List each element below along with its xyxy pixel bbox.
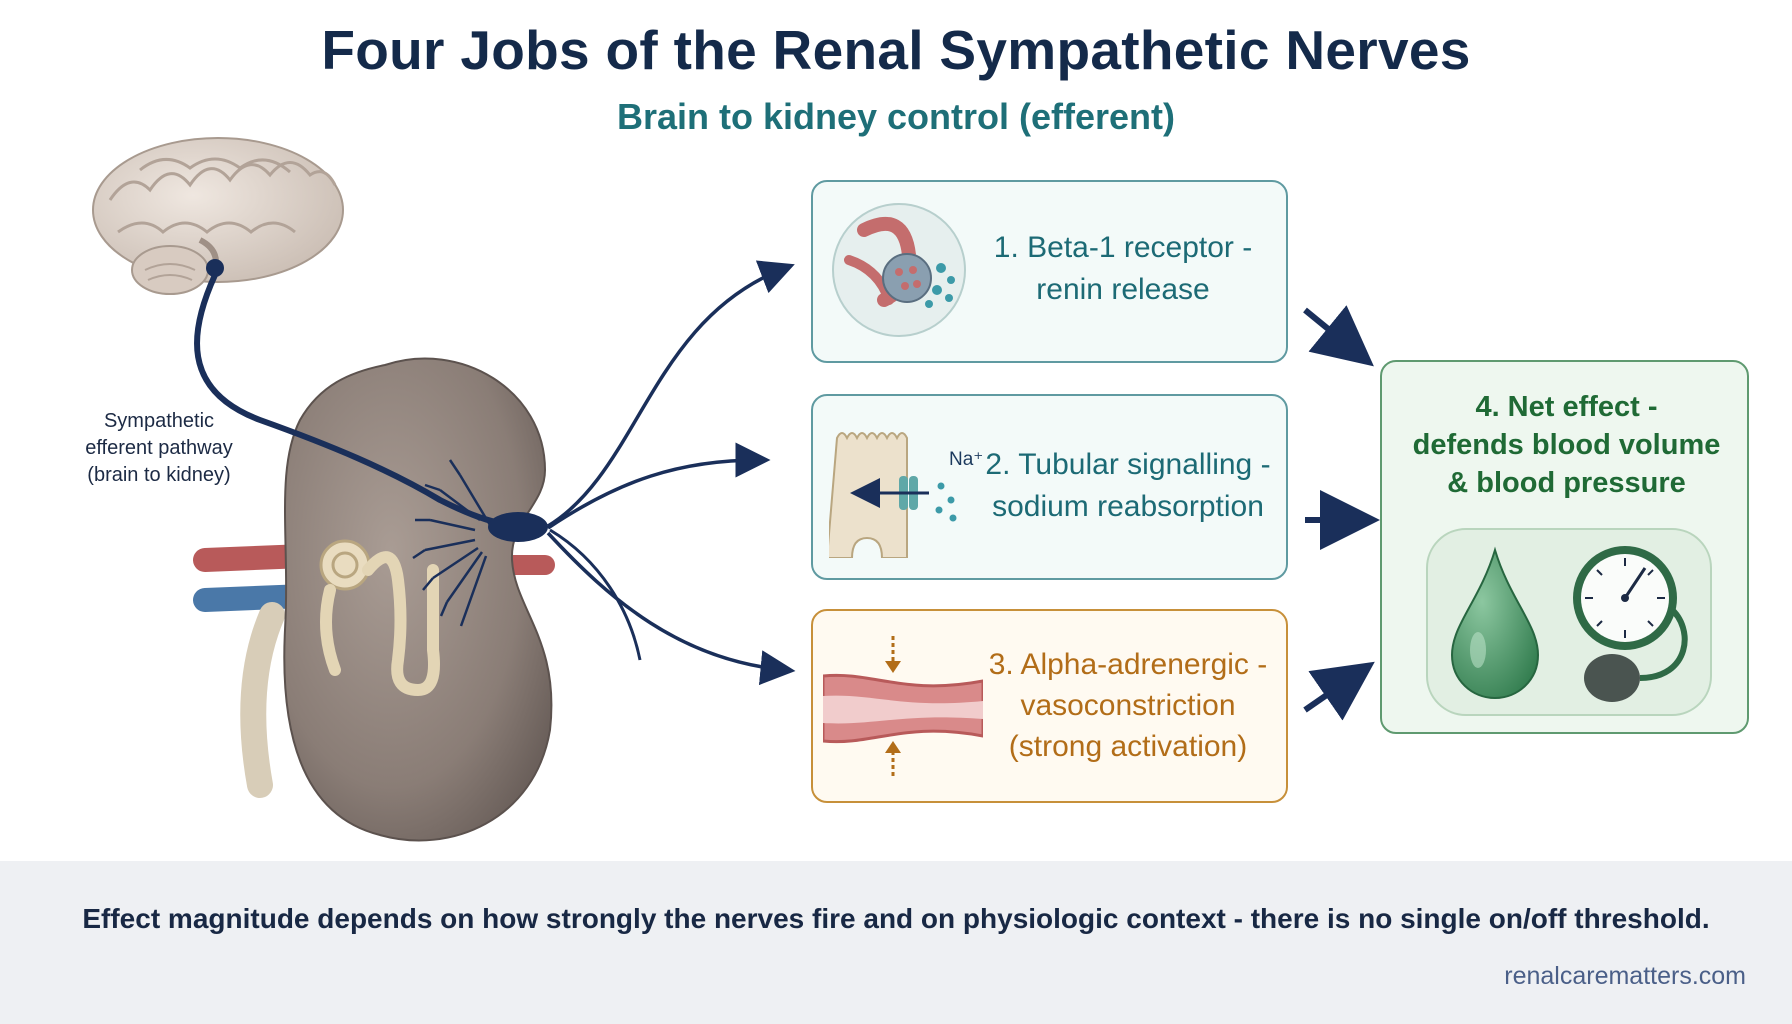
card-alpha-text: 3. Alpha-adrenergic - vasoconstriction (…: [988, 648, 1268, 763]
card-tubular-sodium: Na⁺ 2. Tubular signalling - sodium reabs…: [811, 394, 1288, 580]
arrow-to-card-2: [547, 442, 771, 530]
card-net-effect: 4. Net effect - defends blood volume & b…: [1380, 360, 1749, 734]
nephron-icon: [319, 539, 440, 697]
blood-pressure-gauge-icon: [1573, 546, 1688, 702]
net-effect-icon-panel: [1426, 528, 1712, 716]
arrow-1-to-net: [1303, 305, 1374, 367]
extra-nerve-fiber: [549, 528, 642, 661]
arrow-to-card-1: [547, 260, 795, 528]
tubular-cell-sodium-icon: [829, 432, 957, 558]
footer-note: Effect magnitude depends on how strongly…: [82, 903, 1710, 934]
footer-band: [0, 861, 1792, 1024]
arrow-3-to-net: [1303, 661, 1375, 721]
pathway-label: Sympathetic efferent pathway (brain to k…: [85, 410, 233, 486]
page-subtitle: Brain to kidney control (efferent): [616, 96, 1176, 137]
blood-drop-icon: [1450, 546, 1540, 700]
brain-icon: [92, 137, 344, 295]
nerve-branches-icon: [412, 459, 492, 627]
page-title: Four Jobs of the Renal Sympathetic Nerve…: [321, 19, 1471, 81]
card-beta1-renin: 1. Beta-1 receptor - renin release: [811, 180, 1288, 363]
net-effect-text: 4. Net effect - defends blood volume & b…: [1412, 391, 1721, 499]
nerve-ganglion-icon: [488, 512, 548, 542]
card-alpha-vasoconstriction: 3. Alpha-adrenergic - vasoconstriction (…: [811, 609, 1288, 803]
site-watermark: renalcarematters.com: [1504, 962, 1746, 990]
vasoconstriction-vessel-icon: [823, 636, 983, 776]
arrow-to-card-3: [546, 531, 796, 686]
sodium-ion-label: Na⁺: [949, 449, 984, 470]
card-tubular-text: 2. Tubular signalling - sodium reabsorpt…: [985, 448, 1271, 523]
card-beta1-text: 1. Beta-1 receptor - renin release: [993, 231, 1253, 306]
efferent-nerve-line: [194, 273, 511, 528]
juxtaglomerular-renin-icon: [832, 203, 966, 337]
kidney-icon: [283, 357, 553, 842]
